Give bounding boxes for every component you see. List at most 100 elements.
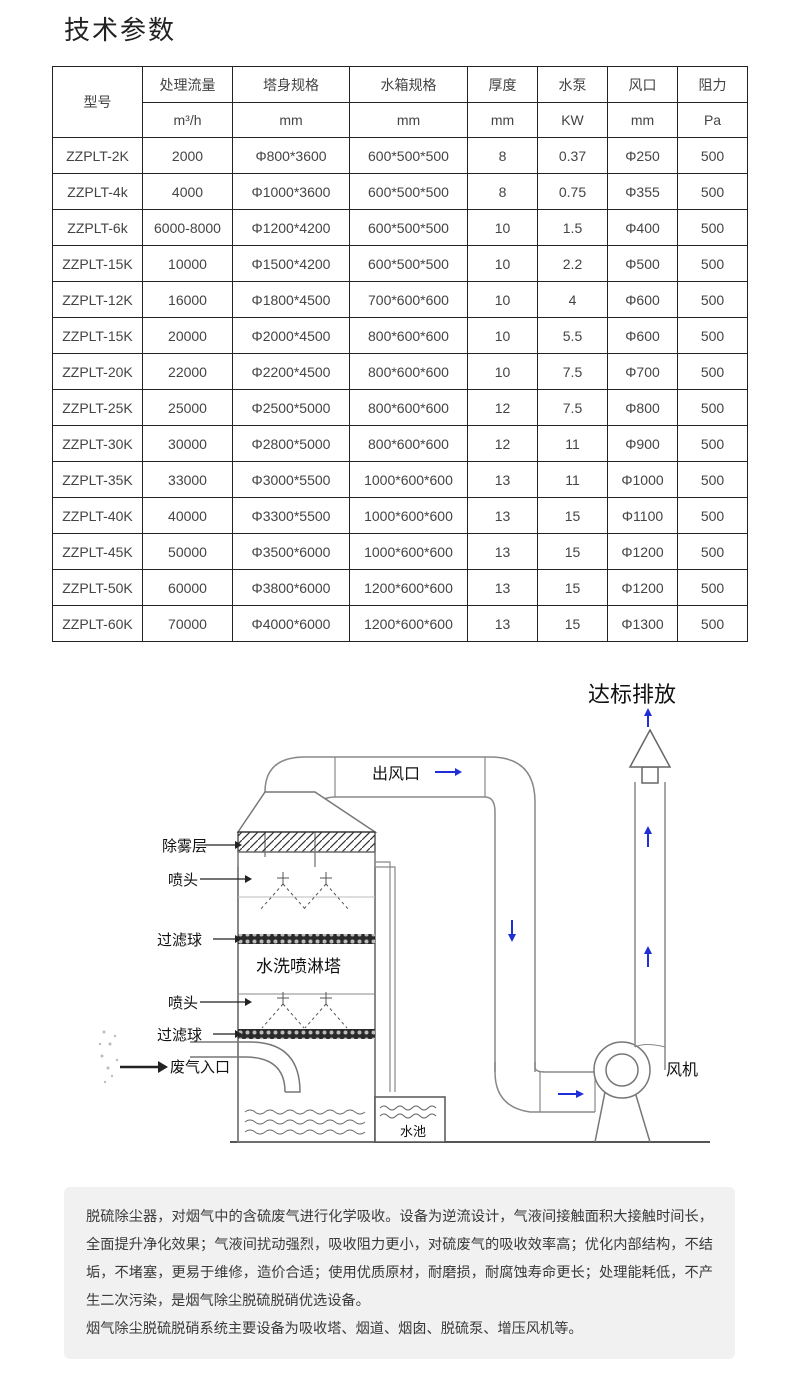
table-cell: 0.75 (537, 173, 608, 210)
description-paragraph-1: 脱硫除尘器，对烟气中的含硫废气进行化学吸收。设备为逆流设计，气液间接触面积大接触… (86, 1209, 713, 1309)
table-cell: 7.5 (537, 389, 608, 426)
table-cell: Φ2800*5000 (232, 425, 350, 462)
table-cell: 40000 (142, 497, 233, 534)
model-cell: ZZPLT-25K (52, 389, 143, 426)
column-header: 阻力 (677, 66, 748, 103)
label-filter-bottom: 过滤球 (157, 1026, 202, 1044)
column-header: 风口 (607, 66, 678, 103)
table-cell: 600*500*500 (349, 245, 468, 282)
table-cell: 13 (467, 461, 538, 498)
table-cell: 13 (467, 497, 538, 534)
tower-cone (236, 791, 378, 833)
model-cell: ZZPLT-6k (52, 209, 143, 246)
table-cell: 15 (537, 605, 608, 642)
table-cell: 800*600*600 (349, 317, 468, 354)
table-cell: 10 (467, 209, 538, 246)
column-unit: mm (232, 102, 350, 138)
model-cell: ZZPLT-30K (52, 425, 143, 462)
table-cell: Φ250 (607, 137, 678, 174)
table-cell: 800*600*600 (349, 425, 468, 462)
table-cell: 5.5 (537, 317, 608, 354)
model-cell: ZZPLT-2K (52, 137, 143, 174)
table-cell: 7.5 (537, 353, 608, 390)
table-cell: Φ4000*6000 (232, 605, 350, 642)
model-cell: ZZPLT-50K (52, 569, 143, 606)
table-cell: 12 (467, 389, 538, 426)
column-header: 塔身规格 (232, 66, 350, 103)
table-cell: Φ700 (607, 353, 678, 390)
table-cell: 11 (537, 461, 608, 498)
table-cell: 30000 (142, 425, 233, 462)
table-cell: Φ400 (607, 209, 678, 246)
model-cell: ZZPLT-40K (52, 497, 143, 534)
table-cell: 12 (467, 425, 538, 462)
table-cell: 600*500*500 (349, 173, 468, 210)
table-cell: 4000 (142, 173, 233, 210)
table-cell: 11 (537, 425, 608, 462)
table-cell: 800*600*600 (349, 389, 468, 426)
column-unit: mm (607, 102, 678, 138)
table-cell: 33000 (142, 461, 233, 498)
nozzles-top (259, 872, 350, 911)
table-cell: Φ355 (607, 173, 678, 210)
label-inlet: 废气入口 (170, 1058, 230, 1076)
model-cell: ZZPLT-35K (52, 461, 143, 498)
column-header: 处理流量 (142, 66, 233, 103)
fan (593, 1041, 651, 1143)
table-cell: 10 (467, 317, 538, 354)
column-unit: mm (349, 102, 468, 138)
label-outlet: 出风口 (372, 764, 420, 783)
table-cell: 22000 (142, 353, 233, 390)
table-cell: 500 (677, 209, 748, 246)
table-cell: Φ900 (607, 425, 678, 462)
table-cell: Φ1200*4200 (232, 209, 350, 246)
column-header: 水泵 (537, 66, 608, 103)
label-tower: 水洗喷淋塔 (256, 957, 341, 977)
table-cell: Φ3500*6000 (232, 533, 350, 570)
table-cell: Φ2200*4500 (232, 353, 350, 390)
table-cell: Φ1100 (607, 497, 678, 534)
table-header-row: 型号 处理流量塔身规格水箱规格厚度水泵风口阻力 (52, 66, 748, 138)
table-cell: 500 (677, 425, 748, 462)
table-cell: Φ2000*4500 (232, 317, 350, 354)
table-cell: 500 (677, 497, 748, 534)
table-cell: 10 (467, 245, 538, 282)
table-cell: 500 (677, 605, 748, 642)
table-cell: 600*500*500 (349, 137, 468, 174)
inlet-fumes (98, 1030, 119, 1084)
table-cell: 700*600*600 (349, 281, 468, 318)
table-cell: 16000 (142, 281, 233, 318)
table-cell: 8 (467, 137, 538, 174)
page-title: 技术参数 (64, 16, 177, 46)
description-paragraph-2: 烟气除尘脱硫脱硝系统主要设备为吸收塔、烟道、烟囱、脱硫泵、增压风机等。 (86, 1321, 583, 1337)
table-cell: 500 (677, 137, 748, 174)
tower-water (244, 1109, 366, 1135)
label-filter-top: 过滤球 (157, 931, 202, 949)
table-cell: Φ3000*5500 (232, 461, 350, 498)
filter-bottom (238, 1029, 375, 1039)
flow-arrows (435, 708, 652, 1098)
table-cell: 0.37 (537, 137, 608, 174)
column-unit: Pa (677, 102, 748, 138)
table-cell: 500 (677, 569, 748, 606)
table-cell: 15 (537, 569, 608, 606)
model-cell: ZZPLT-12K (52, 281, 143, 318)
table-cell: 1000*600*600 (349, 497, 468, 534)
table-cell: 10 (467, 281, 538, 318)
table-cell: 500 (677, 533, 748, 570)
model-cell: ZZPLT-15K (52, 245, 143, 282)
table-cell: 500 (677, 461, 748, 498)
table-cell: 13 (467, 533, 538, 570)
table-cell: 2.2 (537, 245, 608, 282)
